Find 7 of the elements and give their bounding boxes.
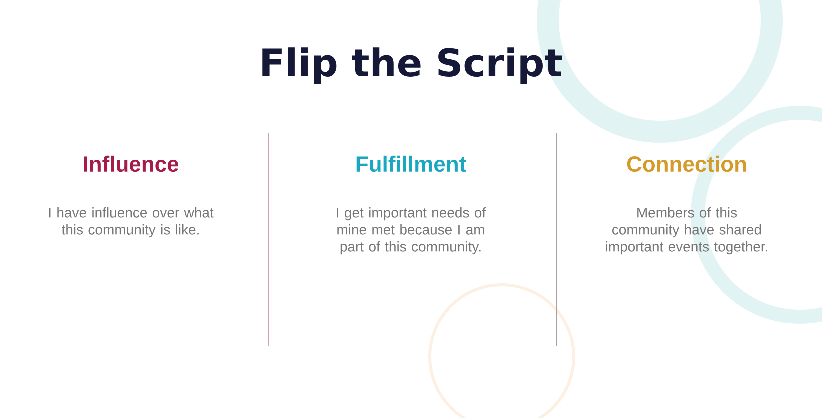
column-heading: Fulfillment xyxy=(356,156,466,172)
title: Flip the Script xyxy=(262,48,562,84)
body-text: I get important needs of mine met because I am part of this community. xyxy=(337,208,486,255)
body-text: I have influence over what this community is like. xyxy=(49,208,214,238)
column-heading: Connection xyxy=(627,156,746,172)
body-text: Members of this community have shared important events together. xyxy=(606,208,768,255)
column-heading: Influence xyxy=(84,156,179,172)
